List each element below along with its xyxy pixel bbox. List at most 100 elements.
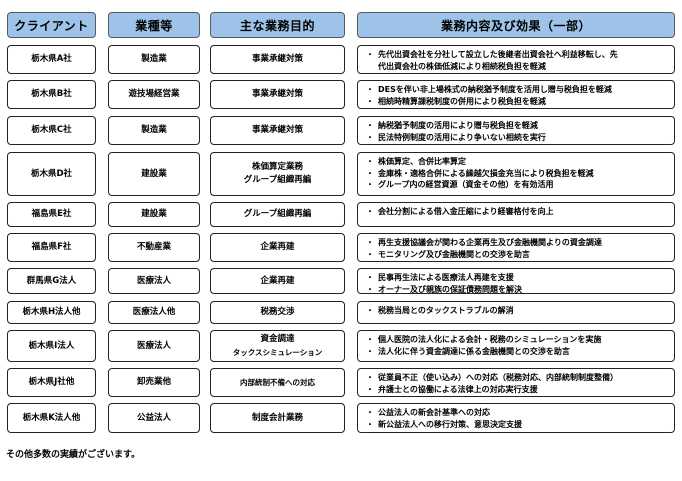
detail-text: 弁護士との協働による法律上の対応実行支援 xyxy=(378,384,538,394)
cell-details: 個人医院の法人化による会計・税務のシミュレーションを実施法人化に伴う資金調達に係… xyxy=(357,330,675,362)
purpose-line: 株価算定業務 xyxy=(251,162,303,172)
detail-text: 会社分割による借入金圧縮により経審格付を向上 xyxy=(378,207,554,216)
detail-list: 会社分割による借入金圧縮により経審格付を向上 xyxy=(366,206,670,218)
purpose-line: 税務交渉 xyxy=(260,307,295,317)
detail-item: 従業員不正（使い込み）への対応（税務対応、内部統制制度整備） xyxy=(366,372,670,384)
detail-list: 民事再生法による医療法人再建を支援オーナー及び親族の保証債務問題を解決 xyxy=(366,272,670,294)
detail-item: 納税猶予制度の活用により贈与税負担を軽減 xyxy=(366,120,670,132)
cell-client: 栃木県H法人他 xyxy=(7,301,96,324)
detail-item: 民事再生法による医療法人再建を支援 xyxy=(366,272,670,284)
cell-purpose: 事業承継対策 xyxy=(210,80,345,109)
cell-client: 福島県E社 xyxy=(7,202,96,227)
purpose-line: 事業承継対策 xyxy=(251,89,303,99)
detail-text: 先代出資会社を分社して設立した後継者出資会社へ利益移転し、先 xyxy=(378,50,618,59)
cell-industry: 不動産業 xyxy=(108,233,200,262)
detail-list: 先代出資会社を分社して設立した後継者出資会社へ利益移転し、先代出資会社の株価低減… xyxy=(366,49,670,72)
detail-list: 従業員不正（使い込み）への対応（税務対応、内部統制制度整備） 弁護士との協働による… xyxy=(366,372,670,395)
detail-item: グループ内の経営資源（資金その他）を有効活用 xyxy=(366,179,670,191)
cell-purpose: 税務交渉 xyxy=(210,301,345,324)
detail-item: 新公益法人への移行対策、意思決定支援 xyxy=(366,419,670,431)
detail-text: 納税猶予制度の活用により贈与税負担を軽減 xyxy=(378,121,538,130)
detail-item: DESを伴い非上場株式の納税猶予制度を活用し贈与税負担を軽減 xyxy=(366,84,670,96)
cell-purpose: 事業承継対策 xyxy=(210,45,345,74)
cell-industry: 医療法人 xyxy=(108,330,200,362)
cell-industry: 製造業 xyxy=(108,45,200,74)
detail-text: 民法特例制度の活用により争いない相続を実行 xyxy=(378,132,546,142)
detail-list: DESを伴い非上場株式の納税猶予制度を活用し贈与税負担を軽減相続時精算課税制度の… xyxy=(366,84,670,108)
purpose-line: タックスシミュレーション xyxy=(232,348,323,357)
cell-details: 再生支援協議会が関わる企業再生及び金融機関よりの資金調達モニタリング及び金融機関… xyxy=(357,233,675,262)
detail-list: 公益法人の新会計基準への対応新公益法人への移行対策、意思決定支援 xyxy=(366,407,670,431)
purpose-line: 制度会計業務 xyxy=(251,412,303,423)
detail-item: 金庫株・適格合併による繰越欠損金充当により税負担を軽減 xyxy=(366,168,670,180)
cell-industry: 遊技場経営業 xyxy=(108,80,200,109)
cell-industry: 建設業 xyxy=(108,152,200,196)
cell-purpose: 資金調達タックスシミュレーション xyxy=(210,330,345,362)
purpose-line: 企業再建 xyxy=(260,242,295,252)
cell-client: 福島県F社 xyxy=(7,233,96,262)
detail-item: 株価算定、合併比率算定 xyxy=(366,156,670,168)
detail-item: 会社分割による借入金圧縮により経審格付を向上 xyxy=(366,206,670,218)
detail-text: 法人化に伴う資金調達に係る金融機関との交渉を助言 xyxy=(378,346,570,356)
cell-client: 栃木県B社 xyxy=(7,80,96,109)
detail-text: 個人医院の法人化による会計・税務のシミュレーションを実施 xyxy=(378,335,602,344)
detail-item: 民法特例制度の活用により争いない相続を実行 xyxy=(366,132,670,144)
detail-item: オーナー及び親族の保証債務問題を解決 xyxy=(366,284,670,294)
cell-purpose: 企業再建 xyxy=(210,268,345,294)
detail-text: モニタリング及び金融機関との交渉を助言 xyxy=(378,249,530,259)
header-content: 業務内容及び効果（一部） xyxy=(357,12,675,38)
detail-text: 株価算定、合併比率算定 xyxy=(378,157,466,166)
footer-note: その他多数の実績がございます。 xyxy=(6,450,141,460)
detail-text: 金庫株・適格合併による繰越欠損金充当により税負担を軽減 xyxy=(378,168,594,178)
detail-text: DESを伴い非上場株式の納税猶予制度を活用し贈与税負担を軽減 xyxy=(378,85,612,94)
cell-purpose: 企業再建 xyxy=(210,233,345,262)
detail-item: モニタリング及び金融機関との交渉を助言 xyxy=(366,249,670,261)
cell-details: 税務当局とのタックストラブルの解消 xyxy=(357,301,675,324)
cell-client: 栃木県K法人他 xyxy=(7,403,96,433)
cell-client: 栃木県J社他 xyxy=(7,368,96,397)
cell-client: 群馬県G法人 xyxy=(7,268,96,294)
cell-purpose: グループ組織再編 xyxy=(210,202,345,227)
detail-item: 法人化に伴う資金調達に係る金融機関との交渉を助言 xyxy=(366,346,670,358)
detail-text: 公益法人の新会計基準への対応 xyxy=(378,408,490,417)
detail-item: 税務当局とのタックストラブルの解消 xyxy=(366,305,670,317)
cell-client: 栃木県A社 xyxy=(7,45,96,74)
cell-details: 民事再生法による医療法人再建を支援オーナー及び親族の保証債務問題を解決 xyxy=(357,268,675,294)
detail-text: 相続時精算課税制度の併用により税負担を軽減 xyxy=(378,96,546,106)
cell-details: 従業員不正（使い込み）への対応（税務対応、内部統制制度整備） 弁護士との協働による… xyxy=(357,368,675,397)
detail-text: 民事再生法による医療法人再建を支援 xyxy=(378,273,514,282)
cell-purpose: 内部統制不備への対応 xyxy=(210,368,345,397)
detail-list: 税務当局とのタックストラブルの解消 xyxy=(366,305,670,317)
cell-industry: 建設業 xyxy=(108,202,200,227)
purpose-line: 事業承継対策 xyxy=(251,54,303,64)
cell-client: 栃木県C社 xyxy=(7,116,96,145)
detail-item: 公益法人の新会計基準への対応 xyxy=(366,407,670,419)
detail-list: 再生支援協議会が関わる企業再生及び金融機関よりの資金調達モニタリング及び金融機関… xyxy=(366,237,670,261)
detail-item: 相続時精算課税制度の併用により税負担を軽減 xyxy=(366,96,670,108)
purpose-line: 資金調達 xyxy=(260,334,295,344)
detail-list: 株価算定、合併比率算定金庫株・適格合併による繰越欠損金充当により税負担を軽減グル… xyxy=(366,156,670,191)
cell-details: DESを伴い非上場株式の納税猶予制度を活用し贈与税負担を軽減相続時精算課税制度の… xyxy=(357,80,675,109)
cell-purpose: 株価算定業務グループ組織再編 xyxy=(210,152,345,196)
cell-details: 株価算定、合併比率算定金庫株・適格合併による繰越欠損金充当により税負担を軽減グル… xyxy=(357,152,675,196)
detail-text: 従業員不正（使い込み）への対応（税務対応、内部統制制度整備） xyxy=(378,373,618,382)
purpose-line: 事業承継対策 xyxy=(251,125,303,135)
cell-details: 先代出資会社を分社して設立した後継者出資会社へ利益移転し、先代出資会社の株価低減… xyxy=(357,45,675,74)
detail-text: オーナー及び親族の保証債務問題を解決 xyxy=(378,284,522,294)
cell-client: 栃木県D社 xyxy=(7,152,96,196)
cell-details: 会社分割による借入金圧縮により経審格付を向上 xyxy=(357,202,675,227)
detail-text: 税務当局とのタックストラブルの解消 xyxy=(378,306,514,315)
cell-industry: 医療法人 xyxy=(108,268,200,294)
cell-industry: 医療法人他 xyxy=(108,301,200,324)
detail-text: グループ内の経営資源（資金その他）を有効活用 xyxy=(378,180,554,189)
cell-details: 納税猶予制度の活用により贈与税負担を軽減民法特例制度の活用により争いない相続を実… xyxy=(357,116,675,145)
detail-item: 再生支援協議会が関わる企業再生及び金融機関よりの資金調達 xyxy=(366,237,670,249)
detail-item: 先代出資会社を分社して設立した後継者出資会社へ利益移転し、先代出資会社の株価低減… xyxy=(366,49,670,72)
cell-industry: 卸売業他 xyxy=(108,368,200,397)
cell-purpose: 制度会計業務 xyxy=(210,403,345,433)
detail-list: 納税猶予制度の活用により贈与税負担を軽減民法特例制度の活用により争いない相続を実… xyxy=(366,120,670,144)
cell-industry: 公益法人 xyxy=(108,403,200,433)
header-industry: 業種等 xyxy=(108,12,200,38)
purpose-line: 内部統制不備への対応 xyxy=(240,378,315,387)
cell-details: 公益法人の新会計基準への対応新公益法人への移行対策、意思決定支援 xyxy=(357,403,675,433)
